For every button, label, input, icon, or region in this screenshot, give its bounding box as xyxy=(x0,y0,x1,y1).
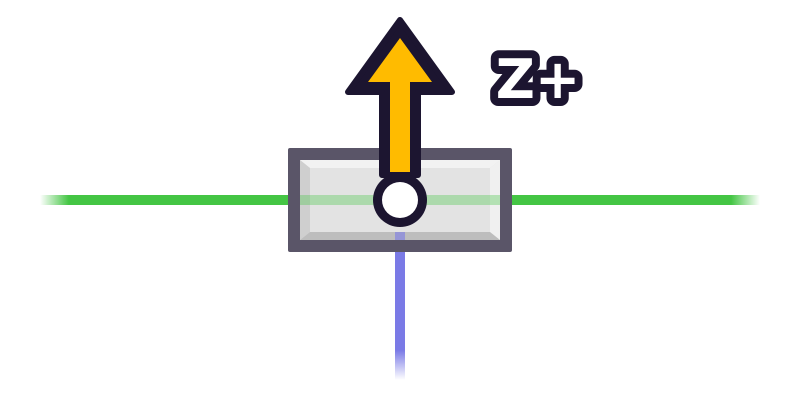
z-axis-line xyxy=(395,232,405,380)
pivot-point-icon[interactable] xyxy=(373,173,427,227)
axis-label-text: Z+ xyxy=(496,48,580,111)
axis-label-badge: Z+ xyxy=(488,40,588,119)
